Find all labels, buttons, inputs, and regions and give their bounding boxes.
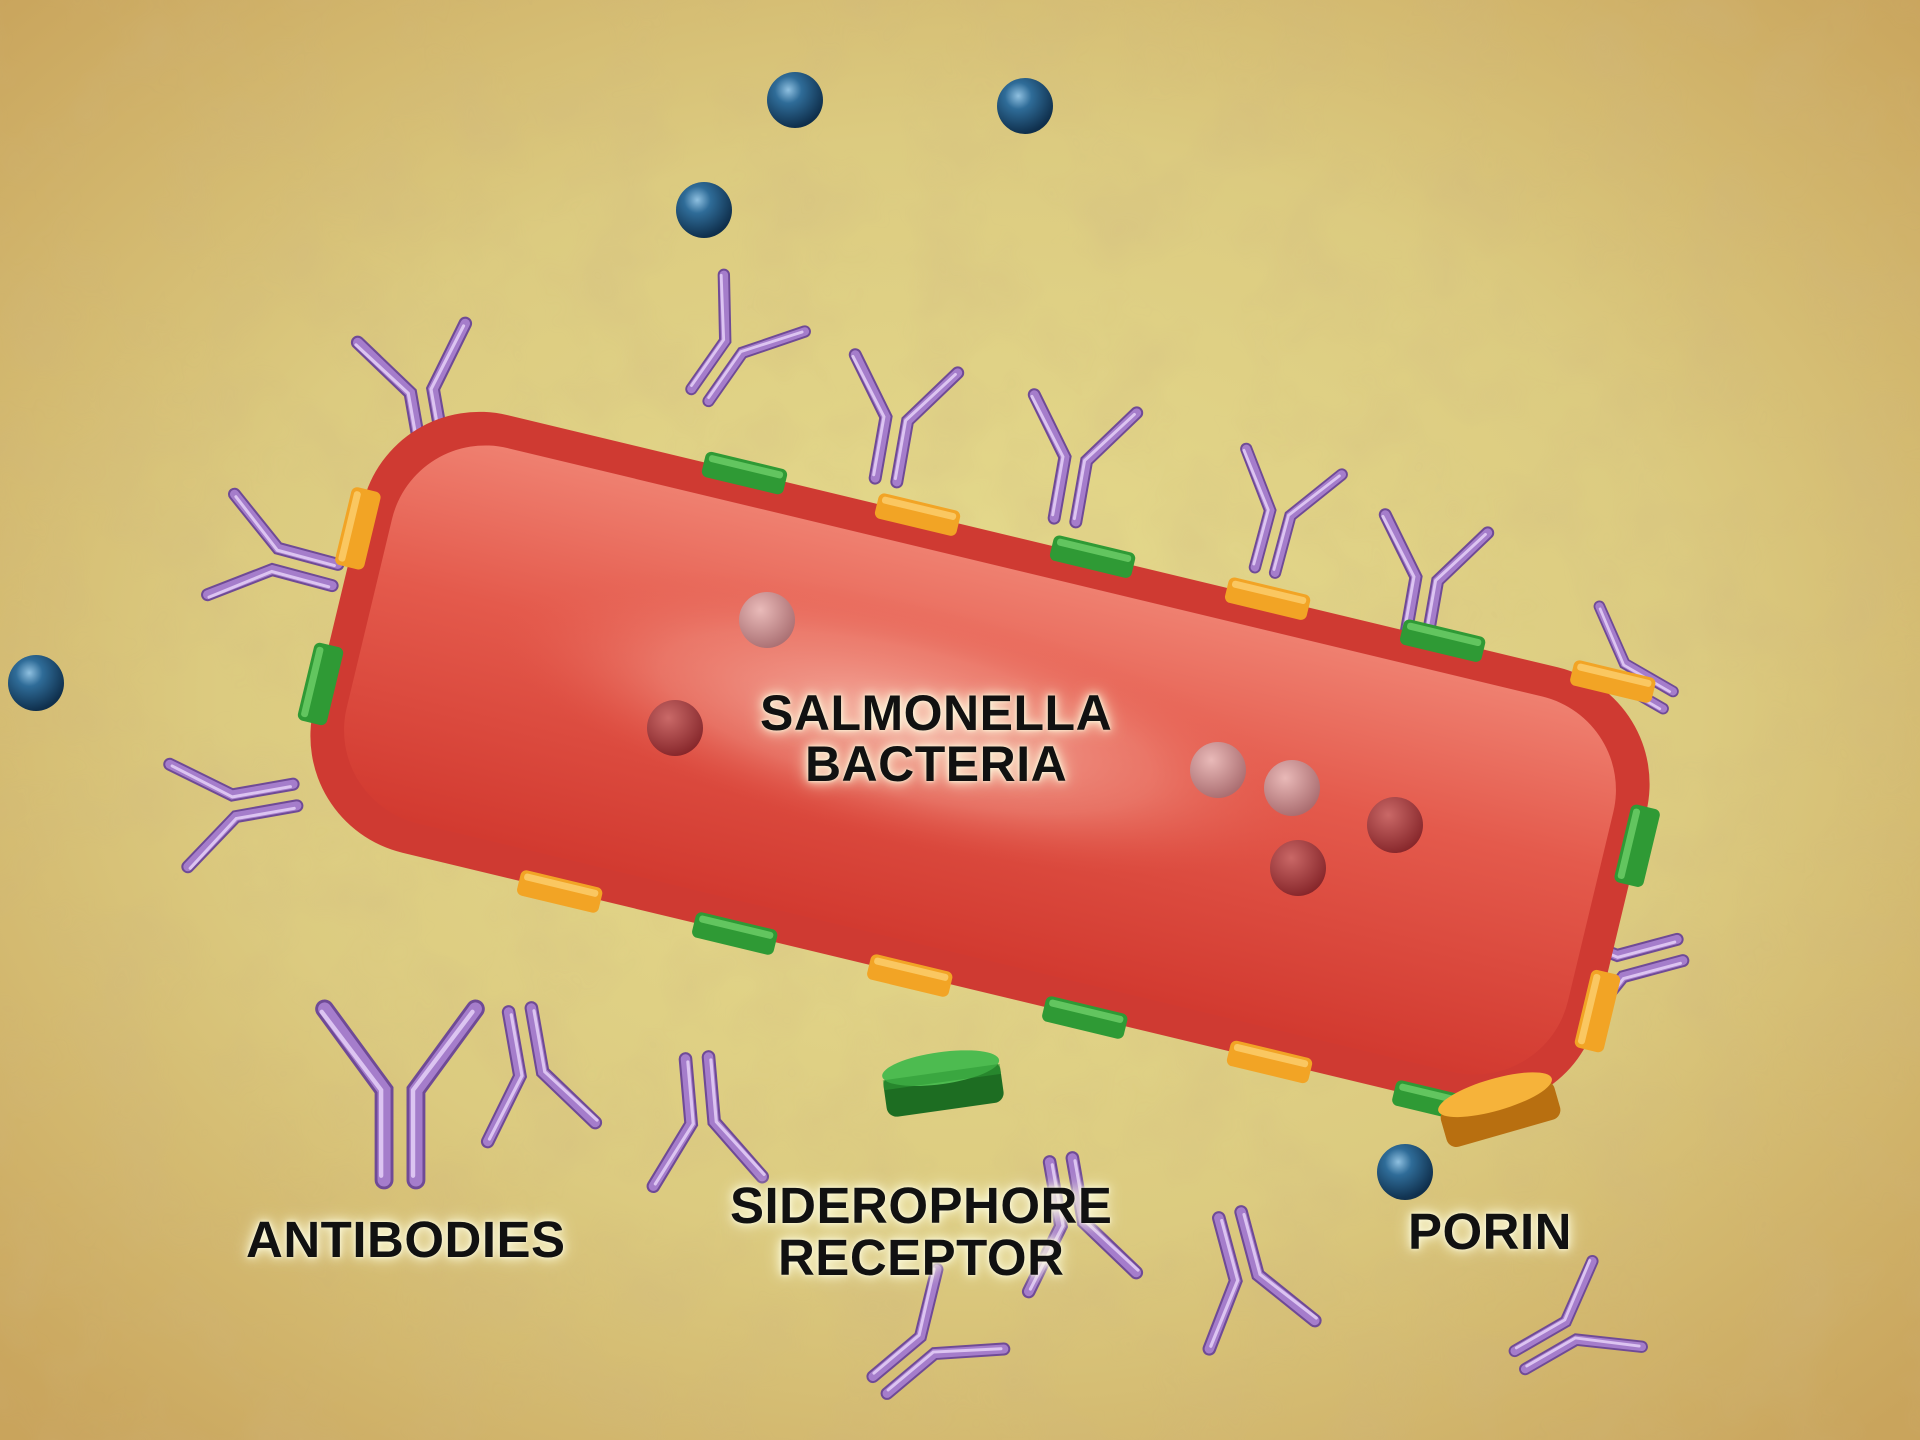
label-porin: PORIN bbox=[1408, 1206, 1572, 1258]
inclusion-granule bbox=[1264, 760, 1320, 816]
label-salmonella-line2: BACTERIA bbox=[760, 739, 1112, 790]
inclusion-granule bbox=[1367, 797, 1423, 853]
inclusion-granule bbox=[647, 700, 703, 756]
iron-ion bbox=[1377, 1144, 1433, 1200]
iron-ion bbox=[997, 78, 1053, 134]
iron-ion bbox=[8, 655, 64, 711]
label-salmonella-bacteria: SALMONELLA BACTERIA bbox=[760, 688, 1112, 790]
iron-ion bbox=[767, 72, 823, 128]
iron-ion bbox=[676, 182, 732, 238]
label-siderophore-receptor: SIDEROPHORE RECEPTOR bbox=[730, 1180, 1112, 1284]
label-antibodies: ANTIBODIES bbox=[246, 1214, 566, 1266]
label-salmonella-line1: SALMONELLA bbox=[760, 688, 1112, 739]
label-siderophore-line2: RECEPTOR bbox=[730, 1232, 1112, 1284]
inclusion-granule bbox=[739, 592, 795, 648]
inclusion-granule bbox=[1190, 742, 1246, 798]
label-siderophore-line1: SIDEROPHORE bbox=[730, 1180, 1112, 1232]
inclusion-granule bbox=[1270, 840, 1326, 896]
